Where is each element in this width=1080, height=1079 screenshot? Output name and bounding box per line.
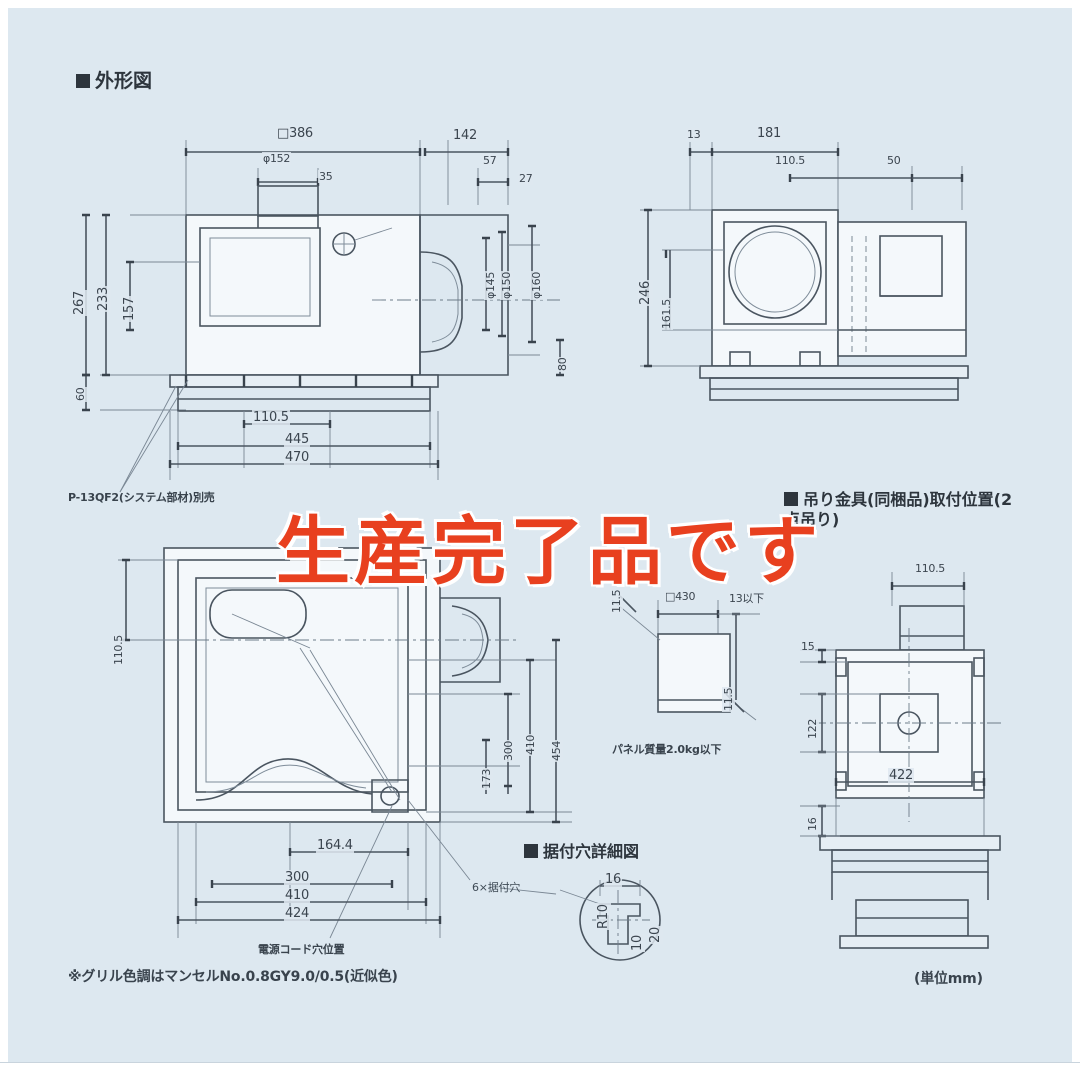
dim-15-hanger: 15 bbox=[800, 640, 816, 653]
dim-r10: R10 bbox=[596, 903, 611, 930]
page-bottom-rule bbox=[0, 1062, 1080, 1063]
dim-110-5-plan: 110.5 bbox=[112, 634, 125, 666]
dim-16-hole: 16 bbox=[604, 872, 622, 887]
note-power-cord: 電源コード穴位置 bbox=[258, 943, 345, 956]
dim-246: 246 bbox=[638, 280, 653, 306]
dim-410-v: 410 bbox=[524, 733, 537, 756]
dim-13: 13 bbox=[686, 128, 702, 141]
bullet-square-icon-3 bbox=[784, 492, 798, 506]
dim-181: 181 bbox=[756, 126, 782, 141]
title-mount-detail: 据付穴詳細図 bbox=[524, 838, 639, 862]
page-edge-left bbox=[0, 0, 8, 1079]
dim-width-box: □386 bbox=[276, 126, 314, 141]
dim-445: 445 bbox=[284, 432, 310, 447]
view-hanger bbox=[800, 572, 1004, 949]
dim-60: 60 bbox=[74, 386, 87, 402]
dim-142: 142 bbox=[452, 128, 478, 143]
dim-13-under: 13以下 bbox=[728, 590, 765, 606]
dim-16-hanger: 16 bbox=[806, 816, 819, 832]
dim-410-plan: 410 bbox=[284, 888, 310, 903]
dim-164-4: 164.4 bbox=[316, 838, 354, 853]
dim-422-hanger: 422 bbox=[888, 768, 914, 783]
discontinued-stamp: 生産完了品です bbox=[276, 509, 822, 595]
dim-470: 470 bbox=[284, 450, 310, 465]
dim-duct-dia: φ152 bbox=[262, 152, 292, 165]
dim-300-plan: 300 bbox=[284, 870, 310, 885]
dim-27: 27 bbox=[518, 172, 534, 185]
dim-35: 35 bbox=[318, 170, 334, 183]
bullet-square-icon bbox=[76, 74, 90, 88]
dim-80: 80 bbox=[556, 356, 569, 372]
note-mount-hole: 6×据付穴 bbox=[472, 881, 521, 894]
view-bottom-left bbox=[118, 547, 572, 939]
dim-110-5-front: 110.5 bbox=[252, 410, 290, 425]
dim-box430: □430 bbox=[664, 590, 697, 603]
dim-173-v: 173 bbox=[480, 767, 493, 790]
page-edge-right bbox=[1072, 0, 1080, 1079]
dim-157: 157 bbox=[122, 296, 137, 322]
dim-424-plan: 424 bbox=[284, 906, 310, 921]
dim-50: 50 bbox=[886, 154, 902, 167]
dim-454-v: 454 bbox=[550, 739, 563, 762]
dim-dia160: φ160 bbox=[530, 270, 543, 300]
view-front-top bbox=[82, 140, 564, 493]
dim-122-hanger: 122 bbox=[806, 717, 819, 740]
note-unit: (単位mm) bbox=[914, 971, 983, 987]
dim-233: 233 bbox=[96, 286, 111, 312]
dim-dia150: φ150 bbox=[500, 270, 513, 300]
note-panel-weight: パネル質量2.0kg以下 bbox=[612, 743, 722, 756]
dim-dia145: φ145 bbox=[484, 270, 497, 300]
page-title: 外形図 bbox=[76, 66, 152, 93]
dim-10-hole: 10 bbox=[630, 934, 645, 952]
title-hanger: 吊り金具(同梱品)取付位置(2点吊り) bbox=[784, 490, 1013, 529]
dim-110-5-hanger: 110.5 bbox=[914, 562, 946, 575]
view-panel-detail bbox=[611, 595, 760, 721]
dim-20-hole: 20 bbox=[648, 926, 663, 944]
dim-267: 267 bbox=[72, 290, 87, 316]
dim-57: 57 bbox=[482, 154, 498, 167]
bullet-square-icon-2 bbox=[524, 844, 538, 858]
dim-11-5-b: 11.5 bbox=[722, 686, 735, 712]
note-system-part: P-13QF2(システム部材)別売 bbox=[68, 491, 215, 504]
dim-161-5: 161.5 bbox=[660, 298, 673, 330]
dim-110-5-side: 110.5 bbox=[774, 154, 806, 167]
note-grill-color: ※グリル色調はマンセルNo.0.8GY9.0/0.5(近似色) bbox=[68, 969, 398, 985]
dim-300-v: 300 bbox=[502, 739, 515, 762]
view-side-top bbox=[640, 142, 969, 401]
